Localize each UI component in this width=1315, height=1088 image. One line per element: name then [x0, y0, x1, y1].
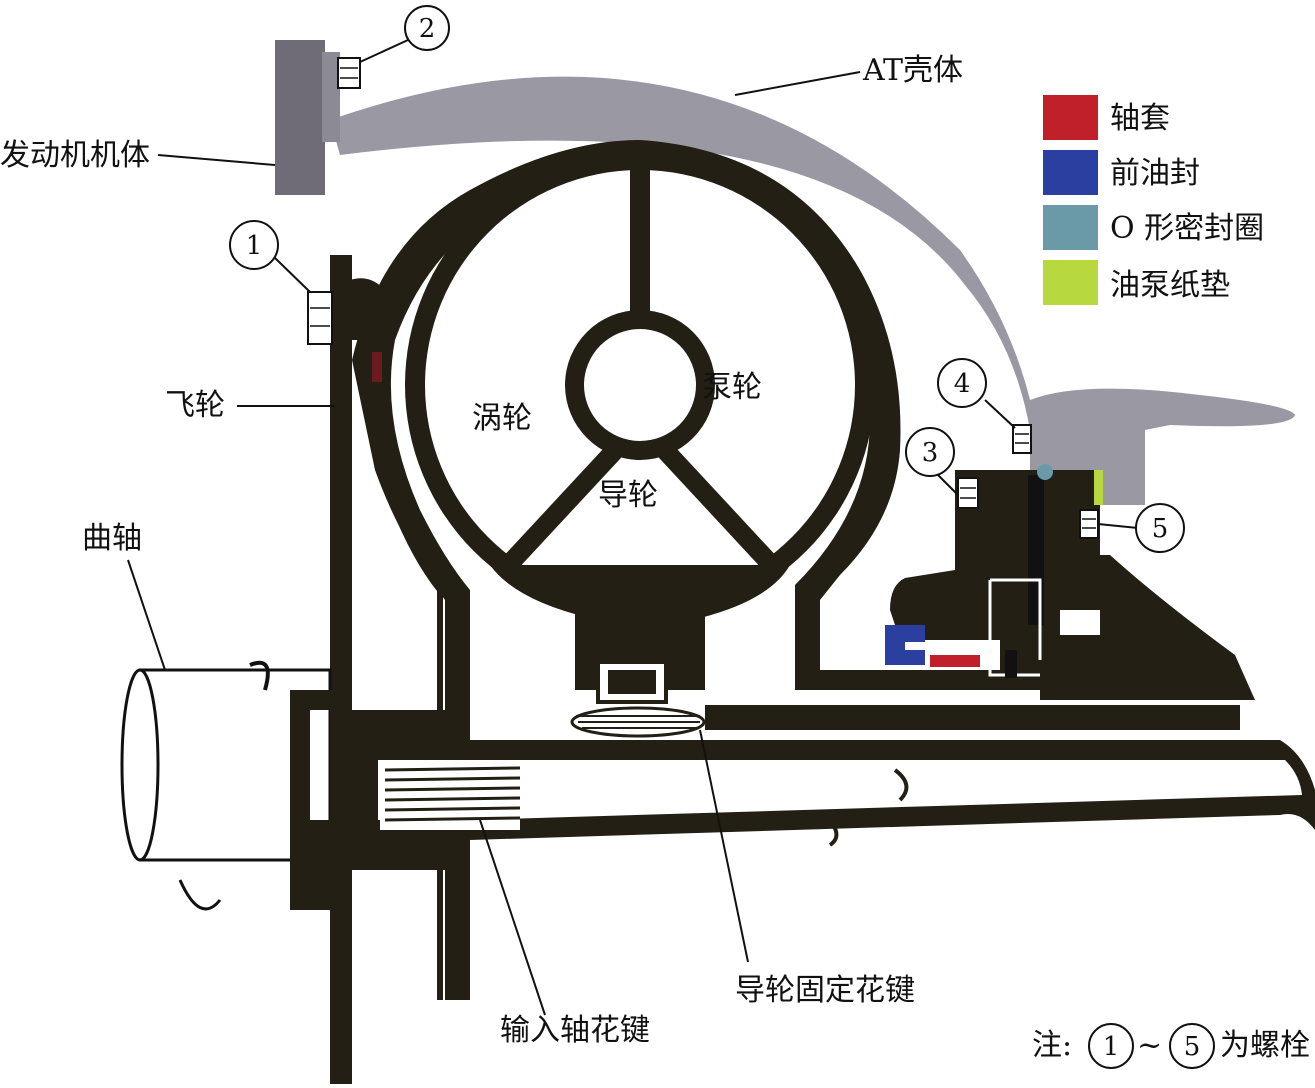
legend-label-o-ring: O 形密封圈 [1110, 211, 1264, 246]
pump-gap [1060, 610, 1100, 635]
label-flywheel: 飞轮 [165, 388, 225, 423]
label-pump: 泵轮 [702, 370, 762, 405]
bolt-callout-4: 4 [937, 358, 987, 408]
o-ring [1037, 464, 1053, 480]
input-spline-teeth [360, 755, 521, 845]
rotation-arrow-crank [249, 660, 270, 691]
legend-label-front-seal: 前油封 [1110, 156, 1200, 191]
front-oil-seal [885, 625, 925, 665]
engine-block [275, 40, 325, 195]
bolt-number-5: 5 [1152, 514, 1169, 544]
label-crankshaft: 曲轴 [82, 521, 142, 556]
converter-hub [330, 710, 445, 870]
crankshaft [120, 660, 335, 911]
bolt-3 [957, 477, 979, 509]
label-stator-spline: 导轮固定花键 [735, 973, 915, 1008]
bolt-number-1: 1 [246, 231, 263, 261]
legend-swatch-gasket [1043, 260, 1098, 305]
label-at-case: AT壳体 [862, 53, 963, 88]
bolt-5 [1079, 509, 1099, 539]
legend-item-bushing: 轴套 [1043, 95, 1170, 140]
legend: 轴套 前油封 O 形密封圈 油泵纸垫 [1043, 95, 1264, 305]
legend-label-bushing: 轴套 [1110, 101, 1170, 136]
bushing [930, 655, 980, 667]
cover-inner-wall [369, 439, 443, 1000]
bolt-callout-3: 3 [905, 427, 955, 477]
bolt-number-4: 4 [954, 369, 971, 399]
flywheel-plate [330, 255, 352, 1084]
note-to: 5 [1184, 1032, 1201, 1062]
legend-item-gasket: 油泵纸垫 [1043, 260, 1230, 305]
at-case-shell [330, 76, 1295, 506]
legend-swatch-bushing [1043, 95, 1098, 140]
note-tilde: ~ [1137, 1028, 1162, 1063]
legend-swatch-front-seal [1043, 150, 1098, 195]
legend-item-front-seal: 前油封 [1043, 150, 1200, 195]
note-circle-to [1169, 1023, 1215, 1069]
label-input-spline: 输入轴花键 [500, 1013, 650, 1048]
rotation-arrow-shaft [893, 768, 909, 802]
engine-block-flange [322, 52, 340, 142]
upper-blade [630, 165, 650, 345]
bolt-4 [1012, 424, 1032, 454]
pump-gasket [1094, 470, 1103, 505]
label-engine-block: 发动机机体 [0, 138, 150, 173]
note-circle-from [1088, 1023, 1134, 1069]
bolt-callout-1: 1 [229, 220, 279, 270]
rotation-arrow-shaft-2 [823, 813, 839, 847]
bolt-callout-2: 2 [404, 5, 450, 51]
input-shaft-body [375, 760, 1302, 820]
bolt-number-2: 2 [419, 14, 436, 44]
bolt-number-3: 3 [922, 438, 939, 468]
note-prefix: 注: [1032, 1028, 1072, 1063]
label-turbine: 涡轮 [472, 401, 532, 436]
bolt-note: 注: 1 ~ 5 为螺栓 [1032, 1023, 1310, 1069]
legend-item-o-ring: O 形密封圈 [1043, 205, 1264, 250]
oil-pump-body [890, 470, 1255, 700]
right-blade [635, 420, 780, 572]
bolt-1 [307, 291, 333, 345]
note-from: 1 [1103, 1032, 1120, 1062]
pump-gear [1028, 475, 1044, 625]
legend-swatch-o-ring [1043, 205, 1098, 250]
bolt-callout-5: 5 [1135, 503, 1185, 553]
stator-support-tube [705, 705, 1240, 730]
lockup-detail [372, 352, 382, 382]
leader-lines [127, 39, 1139, 1016]
legend-label-gasket: 油泵纸垫 [1110, 268, 1230, 303]
stator-sector-rim [490, 565, 790, 618]
label-stator: 导轮 [598, 478, 658, 513]
note-suffix: 为螺栓 [1220, 1028, 1310, 1063]
stator-spline-teeth [570, 706, 706, 738]
left-blade [500, 420, 645, 572]
bolt-2 [337, 57, 361, 89]
